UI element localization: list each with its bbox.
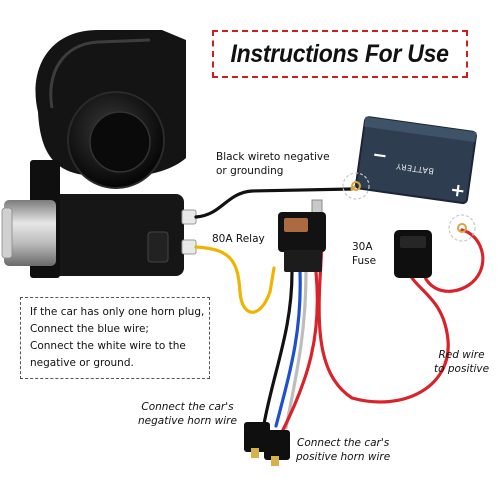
positive-plug-pin (271, 456, 279, 466)
note-line-3: Connect the white wire to the (30, 340, 186, 352)
negative-terminal-highlight (342, 172, 370, 200)
single-plug-note: If the car has only one horn plug, Conne… (20, 297, 210, 379)
positive-terminal (457, 223, 467, 233)
relay-label: 80A Relay (212, 233, 265, 245)
motor-end-cap (1, 207, 13, 259)
wires (194, 184, 485, 434)
negative-horn-label: Connect the car's negative horn wire (138, 400, 237, 428)
battery: BATTERY − + (355, 116, 477, 205)
red-wire-label-line-2: to positive (434, 363, 490, 376)
positive-horn-label-line-1: Connect the car's (297, 437, 390, 449)
battery-positive-symbol: + (449, 179, 467, 202)
red-wire-loop (317, 244, 450, 404)
positive-terminal-highlight (448, 214, 476, 242)
positive-horn-label-line-2: positive horn wire (296, 451, 391, 464)
white-wire (284, 270, 308, 430)
blue-wire (274, 270, 302, 428)
battery-negative-symbol: − (371, 144, 389, 167)
page-title: Instructions For Use (230, 39, 450, 68)
negative-plug-pin (251, 448, 259, 458)
relay (278, 199, 326, 272)
fuse-holder (394, 230, 432, 278)
fuse-label-line-2: Fuse (352, 255, 377, 268)
negative-horn-label-line-1: Connect the car's (141, 401, 234, 413)
negative-horn-plug (244, 422, 270, 452)
red-wire-label-line-1: Red wire (438, 349, 485, 361)
wire-clip-bottom (181, 239, 197, 255)
negative-terminal (351, 181, 361, 191)
horn-trumpet-highlight (49, 38, 151, 109)
positive-horn-label: Connect the car's positive horn wire (296, 436, 390, 464)
fuse-label-line-1: 30A (352, 241, 373, 253)
horn-disc-inner (89, 111, 151, 173)
note-line-4: negative or ground. (30, 357, 134, 369)
relay-window (284, 218, 308, 232)
air-horn (1, 30, 197, 278)
ground-label-line-1: Black wireto negative (216, 151, 330, 163)
fuse-cap (400, 236, 426, 248)
fuse-label: 30A Fuse (352, 240, 376, 268)
relay-socket (284, 250, 322, 272)
motor-cylinder (4, 200, 56, 266)
title-box: Instructions For Use (212, 30, 468, 78)
black-ground-wire (194, 187, 354, 219)
compressor-body (30, 194, 184, 276)
red-horn-wire (280, 270, 319, 434)
ground-label-line-2: or grounding (216, 165, 284, 178)
ground-wire-label: Black wireto negative or grounding (216, 150, 330, 178)
battery-top-strip (364, 116, 477, 143)
compressor-connector (147, 231, 169, 263)
negative-horn-label-line-2: negative horn wire (138, 415, 237, 428)
red-wire-to-battery (422, 228, 485, 293)
note-line-1: If the car has only one horn plug, (30, 306, 205, 318)
positive-horn-plug (264, 430, 290, 460)
red-wire-label: Red wire to positive (434, 348, 489, 376)
wire-clip-top (181, 209, 197, 225)
yellow-wire (194, 245, 276, 314)
note-line-2: Connect the blue wire; (30, 323, 149, 335)
black-relay-lead (262, 270, 294, 426)
horn-plugs (244, 422, 290, 466)
